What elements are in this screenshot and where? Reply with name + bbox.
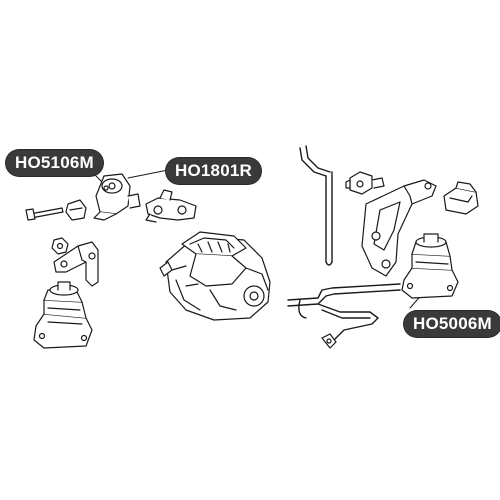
rear-mount-ho5006m <box>401 233 459 299</box>
lower-left-mount <box>33 281 93 349</box>
side-mount-ho5106m <box>25 173 141 221</box>
nut <box>51 237 69 255</box>
vacuum-valve <box>345 171 385 195</box>
small-cushion <box>443 181 479 215</box>
part-label-ho1801r: HO1801R <box>166 158 261 184</box>
vacuum-fitting <box>321 333 337 349</box>
vacuum-line <box>287 283 401 341</box>
lower-left-bracket <box>53 241 99 287</box>
part-label-ho5006m: HO5006M <box>404 311 500 337</box>
engine-block <box>159 231 271 321</box>
bracket-ho1801r <box>145 189 197 223</box>
part-label-ho5106m: HO5106M <box>6 150 103 176</box>
rear-bracket <box>361 179 437 277</box>
hose-assembly <box>299 145 333 266</box>
